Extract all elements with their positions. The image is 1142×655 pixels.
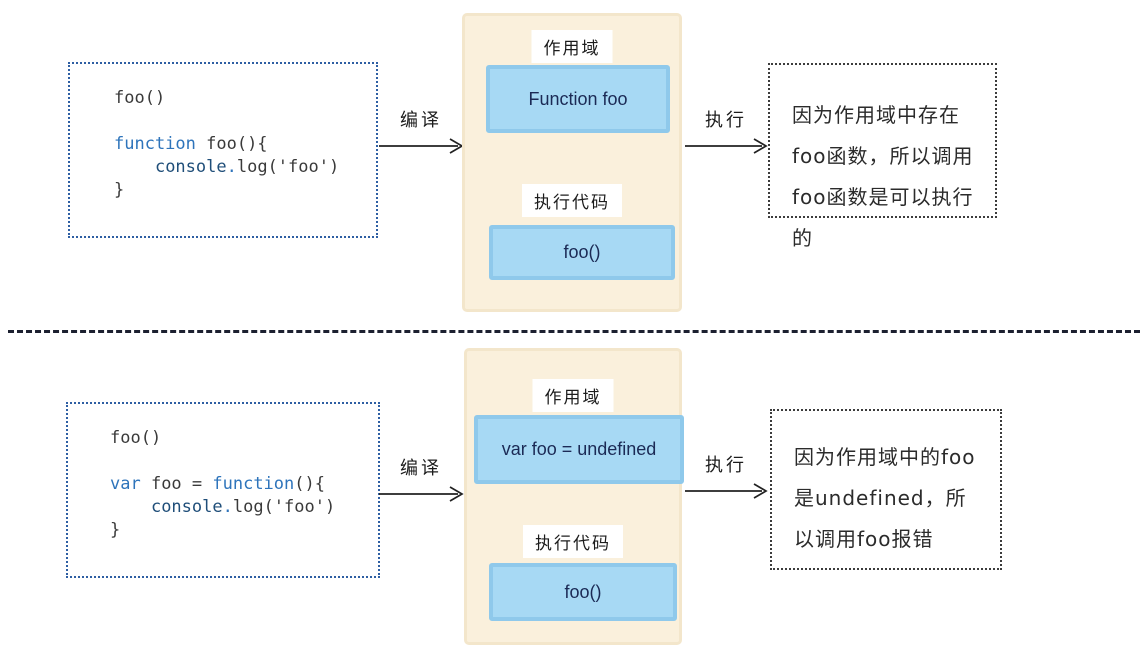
code-console: console bbox=[154, 157, 227, 177]
code-text: log('foo') bbox=[236, 157, 340, 177]
execute-arrow-bottom: 执行 bbox=[684, 451, 768, 499]
compile-arrow-top: 编译 bbox=[378, 106, 464, 154]
scope-value: Function foo bbox=[528, 88, 628, 109]
code-line: foo() bbox=[114, 88, 376, 111]
note-box-bottom: 因为作用域中的foo是undefined，所以调用foo报错 bbox=[770, 409, 1002, 570]
exec-code-value: foo() bbox=[563, 242, 601, 262]
code-line-blank bbox=[110, 451, 378, 474]
right-arrow-icon bbox=[379, 486, 464, 502]
execute-arrow-label: 执行 bbox=[705, 110, 747, 131]
code-dot: . bbox=[222, 497, 233, 517]
scope-tag: 作用域 bbox=[532, 379, 614, 412]
code-indent bbox=[114, 157, 155, 177]
code-box-function-expression: foo() var foo = function(){ console.log(… bbox=[66, 402, 380, 578]
code-block: foo() function foo(){ console.log('foo')… bbox=[70, 64, 376, 203]
keyword-var: var bbox=[110, 474, 141, 494]
right-arrow-icon bbox=[379, 138, 464, 154]
note-text: 因为作用域中存在foo函数，所以调用foo函数是可以执行的 bbox=[792, 103, 974, 250]
code-line: console.log('foo') bbox=[114, 157, 376, 180]
memory-panel-top: 作用域 Function foo 执行代码 foo() bbox=[462, 13, 682, 312]
note-text: 因为作用域中的foo是undefined，所以调用foo报错 bbox=[794, 445, 976, 551]
scope-value-box: Function foo bbox=[486, 65, 670, 133]
keyword-function: function bbox=[114, 134, 196, 154]
code-console: console bbox=[150, 497, 223, 517]
code-line: } bbox=[110, 520, 378, 543]
code-line: console.log('foo') bbox=[110, 497, 378, 520]
code-brace: } bbox=[110, 520, 121, 540]
code-line-blank bbox=[114, 111, 376, 134]
code-text: foo(){ bbox=[195, 134, 268, 154]
exec-code-tag: 执行代码 bbox=[522, 184, 622, 217]
scope-value: var foo = undefined bbox=[501, 439, 657, 459]
keyword-function: function bbox=[212, 474, 295, 494]
section-divider bbox=[8, 330, 1140, 333]
right-arrow-icon bbox=[685, 138, 768, 154]
code-text: foo = bbox=[140, 474, 213, 494]
code-box-function-declaration: foo() function foo(){ console.log('foo')… bbox=[68, 62, 378, 238]
right-arrow-icon bbox=[685, 483, 768, 499]
compile-arrow-label: 编译 bbox=[400, 110, 442, 131]
code-call: foo() bbox=[114, 88, 166, 108]
exec-code-value: foo() bbox=[564, 581, 602, 602]
exec-code-box: foo() bbox=[489, 225, 675, 280]
scope-value-box: var foo = undefined bbox=[474, 415, 684, 484]
exec-code-box: foo() bbox=[489, 563, 677, 621]
scope-tag: 作用域 bbox=[531, 30, 613, 63]
execute-arrow-top: 执行 bbox=[684, 106, 768, 154]
code-text: (){ bbox=[294, 474, 325, 494]
code-brace: } bbox=[114, 180, 125, 200]
code-call: foo() bbox=[110, 428, 162, 448]
note-box-top: 因为作用域中存在foo函数，所以调用foo函数是可以执行的 bbox=[768, 63, 997, 250]
code-line: function foo(){ bbox=[114, 134, 376, 157]
code-line: foo() bbox=[110, 428, 378, 451]
code-text: log('foo') bbox=[232, 497, 336, 517]
code-line: } bbox=[114, 180, 376, 203]
compile-arrow-bottom: 编译 bbox=[378, 454, 464, 502]
code-block: foo() var foo = function(){ console.log(… bbox=[68, 404, 378, 543]
exec-code-tag: 执行代码 bbox=[523, 525, 623, 558]
memory-panel-bottom: 作用域 var foo = undefined 执行代码 foo() bbox=[464, 348, 684, 645]
code-line: var foo = function(){ bbox=[110, 474, 378, 497]
execute-arrow-label: 执行 bbox=[705, 455, 747, 476]
code-indent bbox=[110, 497, 151, 517]
compile-arrow-label: 编译 bbox=[400, 458, 442, 479]
code-dot: . bbox=[226, 157, 237, 177]
